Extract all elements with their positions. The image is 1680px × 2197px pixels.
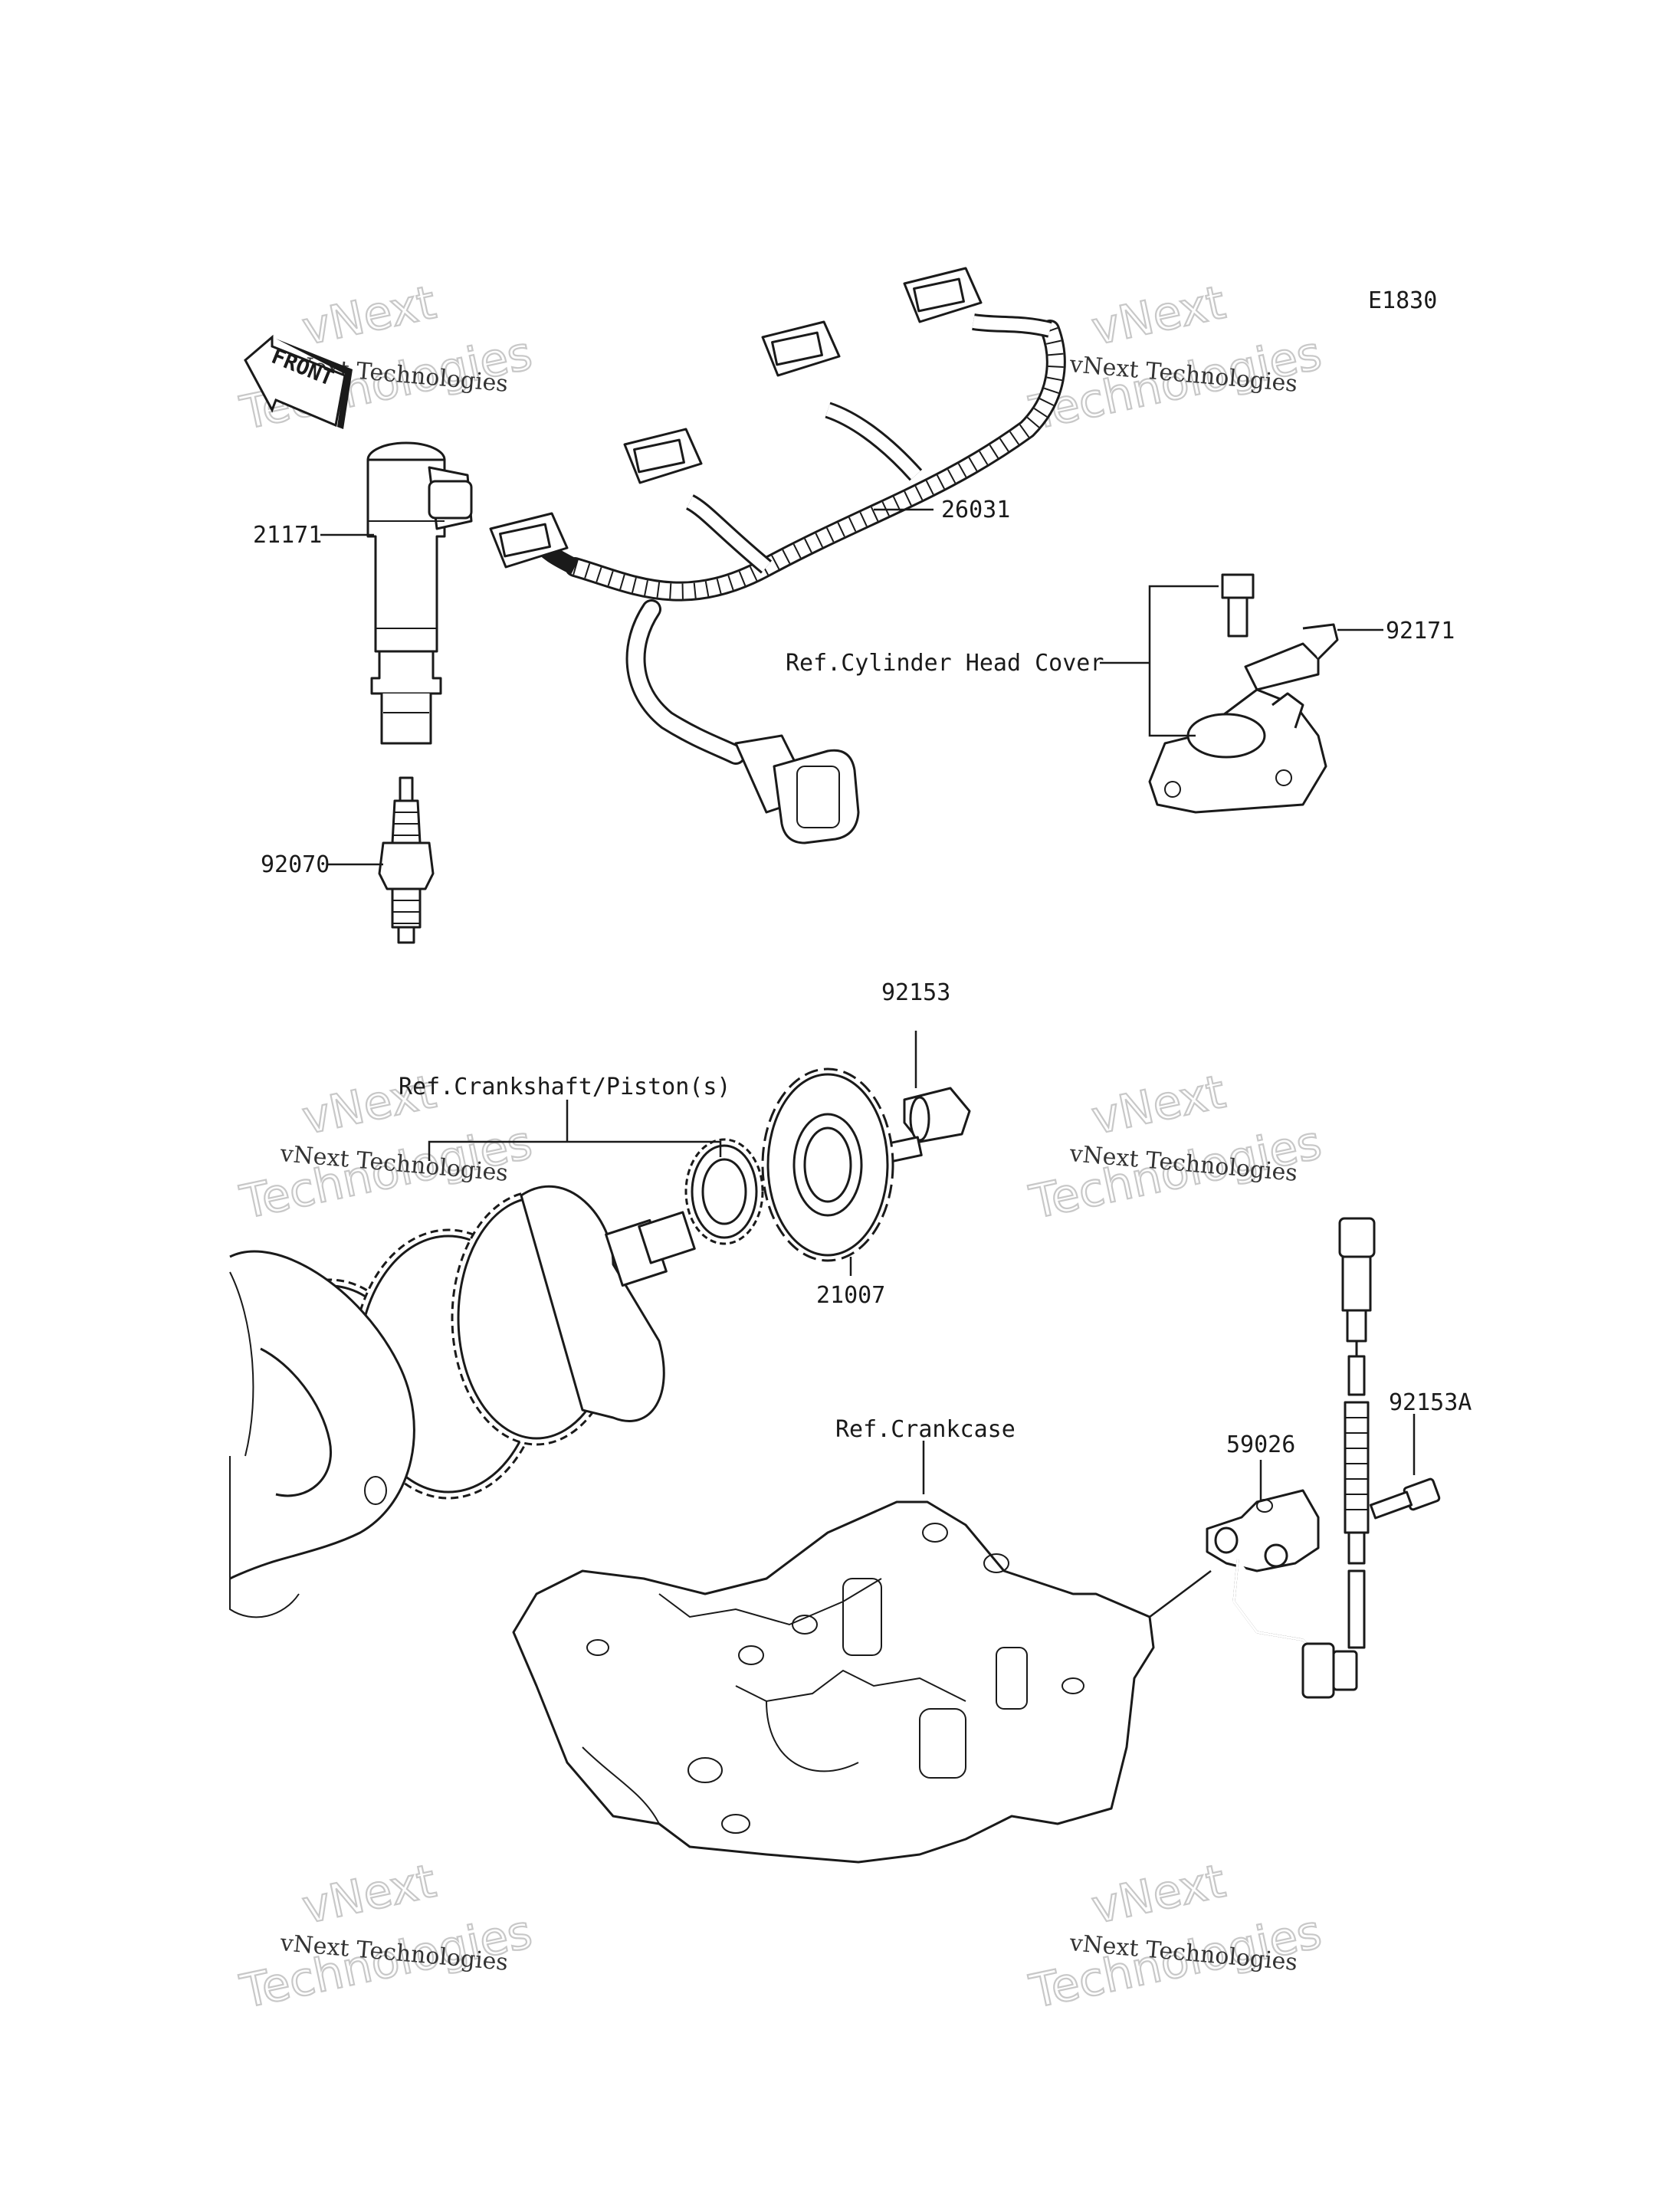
cylinder-head-cover-part[interactable] — [1148, 688, 1327, 814]
bolt-part[interactable] — [1221, 573, 1255, 638]
part-number-92171[interactable]: 92171 — [1386, 618, 1455, 644]
ref-cylinder-head-cover[interactable]: Ref.Cylinder Head Cover — [786, 650, 1104, 677]
watermark-text: vNext — [1088, 1854, 1230, 1935]
watermark-mid-right: vNext Technologies vNext Technologies — [1024, 1064, 1327, 1231]
part-number-92153[interactable]: 92153 — [881, 979, 950, 1006]
bolt-92153-part[interactable] — [871, 1087, 971, 1166]
watermark-text: vNext — [298, 276, 441, 356]
part-number-92070[interactable]: 92070 — [261, 851, 330, 878]
timing-rotor-part[interactable] — [761, 1067, 894, 1262]
ref-crankshaft[interactable]: Ref.Crankshaft/Piston(s) — [399, 1074, 730, 1100]
crankshaft-part[interactable] — [229, 1138, 764, 1618]
wiring-harness-part[interactable] — [489, 267, 1066, 844]
crankcase-part[interactable] — [512, 1500, 1155, 1864]
sensor-bracket-part[interactable] — [1206, 1489, 1320, 1649]
watermark-bottom-left: vNext Technologies vNext Technologies — [235, 1854, 537, 2020]
watermark-text: vNext — [1088, 276, 1230, 356]
sensor-cable-part[interactable] — [1301, 1217, 1376, 1699]
part-number-59026[interactable]: 59026 — [1226, 1431, 1295, 1458]
part-number-21171[interactable]: 21171 — [253, 522, 322, 549]
bolt-92153a-part[interactable] — [1369, 1477, 1441, 1520]
diagram-code: E1830 — [1368, 287, 1437, 314]
part-number-21007[interactable]: 21007 — [816, 1282, 885, 1309]
ignition-coil-part[interactable] — [366, 441, 473, 745]
part-number-92153a[interactable]: 92153A — [1389, 1389, 1472, 1416]
part-number-26031[interactable]: 26031 — [941, 497, 1010, 523]
bracket-92171-part[interactable] — [1244, 623, 1339, 691]
watermark-top-right: vNext Technologies vNext Technologies — [1024, 275, 1327, 441]
watermark-text: vNext — [1088, 1065, 1230, 1146]
watermark-bottom-right: vNext Technologies vNext Technologies — [1024, 1854, 1327, 2020]
spark-plug-part[interactable] — [378, 776, 435, 944]
watermark-text: vNext — [298, 1854, 441, 1935]
ref-crankcase[interactable]: Ref.Crankcase — [835, 1416, 1016, 1443]
